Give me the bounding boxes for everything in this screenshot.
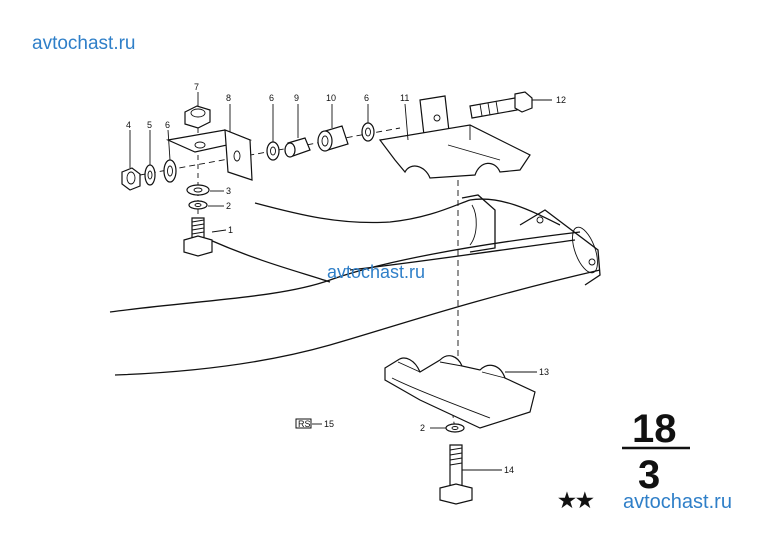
callout-2-top: 2 [226, 201, 231, 211]
part-7-nut [184, 105, 211, 129]
rs-badge: RS [295, 418, 312, 429]
part-1-bolt [183, 217, 213, 257]
callout-7: 7 [194, 82, 199, 92]
group-sub-number: 3 [638, 453, 660, 497]
part-12-bolt [469, 91, 533, 119]
callout-14: 14 [504, 465, 514, 475]
callout-15: 15 [324, 419, 334, 429]
part-3-washer [186, 184, 210, 196]
callout-6-right: 6 [364, 93, 369, 103]
watermark-top: avtochast.ru [32, 33, 136, 54]
part-9-sleeve [284, 137, 311, 158]
callout-4: 4 [126, 120, 131, 130]
crossmember-tube [349, 194, 601, 286]
rating-stars: ★★ [558, 490, 594, 512]
part-11-mount-bracket [378, 95, 531, 179]
callout-5: 5 [147, 120, 152, 130]
callout-2-bottom: 2 [420, 423, 425, 433]
part-5-lock-washer [144, 164, 156, 186]
leader-lines [129, 92, 552, 471]
callout-1: 1 [228, 225, 233, 235]
watermark-bottom: avtochast.ru [623, 491, 732, 513]
rs-badge-text: RS [298, 419, 311, 429]
callout-3: 3 [226, 186, 231, 196]
group-main-number: 18 [632, 407, 677, 451]
part-6-washer-left [163, 159, 177, 183]
callout-10: 10 [326, 93, 336, 103]
part-4-nut [121, 167, 141, 191]
part-13-clamp [384, 355, 536, 429]
callout-12: 12 [556, 95, 566, 105]
part-8-bracket [165, 129, 253, 181]
part-14-bolt [439, 444, 473, 505]
callout-8: 8 [226, 93, 231, 103]
callout-6-center: 6 [269, 93, 274, 103]
vehicle-frame [109, 199, 601, 376]
part-6-washer-center [266, 141, 280, 161]
watermark-middle: avtochast.ru [327, 262, 426, 282]
part-10-rubber-bushing [317, 125, 349, 152]
callout-6-left: 6 [165, 120, 170, 130]
part-2-lock-washer-top [188, 200, 208, 210]
part-6-washer-right [361, 122, 375, 142]
callout-13: 13 [539, 367, 549, 377]
callout-9: 9 [294, 93, 299, 103]
callout-11: 11 [400, 93, 409, 103]
part-2-lock-washer-bottom [445, 423, 465, 433]
